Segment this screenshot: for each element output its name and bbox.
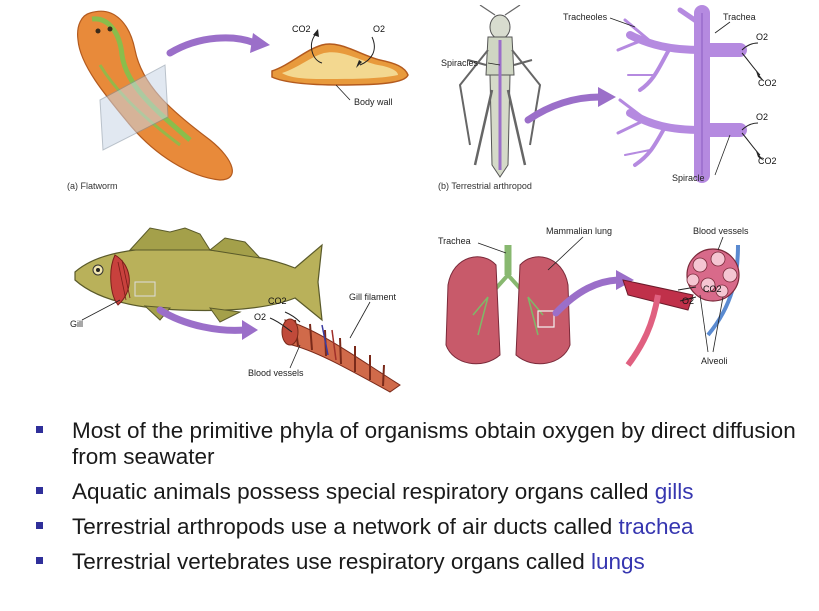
gill-filament-label: Gill filament (349, 292, 397, 302)
bullet-marker (36, 522, 43, 529)
fish-illustration (74, 227, 401, 393)
bullet-marker (36, 487, 43, 494)
alveoli-label: Alveoli (701, 356, 728, 366)
arthropod-caption: (b) Terrestrial arthropod (438, 181, 532, 191)
gill-label: Gill (70, 319, 83, 329)
bullet-marker (36, 557, 43, 564)
bullet-item: Terrestrial vertebrates use respiratory … (36, 549, 816, 575)
bullet-list: Most of the primitive phyla of organisms… (36, 418, 816, 584)
trachea-term: trachea (618, 514, 694, 539)
flatworm-illustration (77, 10, 409, 181)
fish-body (74, 227, 323, 323)
arthropod-co2-bottom: CO2 (758, 156, 777, 166)
blood-vessels-lung-label: Blood vessels (693, 226, 749, 236)
mammal-trachea-label: Trachea (438, 236, 471, 246)
mammalian-lung-label: Mammalian lung (546, 226, 613, 236)
mammal-co2-label: CO2 (703, 284, 722, 294)
bullet-text: Aquatic animals possess special respirat… (72, 479, 655, 504)
flatworm-caption: (a) Flatworm (67, 181, 118, 191)
tracheoles-label: Tracheoles (563, 12, 608, 22)
mammal-lung-illustration (445, 236, 740, 367)
gills-term: gills (654, 479, 694, 504)
flatworm-o2-label: O2 (373, 24, 386, 34)
arthropod-arrow (524, 93, 604, 124)
lungs (445, 245, 571, 365)
bullet-marker (36, 426, 43, 433)
spiracle-label: Spiracle (672, 173, 705, 183)
grasshopper-body (458, 5, 542, 178)
bullet-text: Most of the primitive phyla of organisms… (72, 418, 796, 469)
bullet-item: Terrestrial arthropods use a network of … (36, 514, 816, 540)
bullet-item: Aquatic animals possess special respirat… (36, 479, 816, 505)
arthropod-co2-top: CO2 (758, 78, 777, 88)
gill-filament (281, 318, 401, 393)
arthropod-o2-top: O2 (756, 32, 769, 42)
flatworm-co2-label: CO2 (292, 24, 311, 34)
bullet-text: Terrestrial vertebrates use respiratory … (72, 549, 591, 574)
bullet-item: Most of the primitive phyla of organisms… (36, 418, 816, 470)
arthropod-illustration (458, 5, 764, 183)
arthropod-o2-bottom: O2 (756, 112, 769, 122)
trachea-label: Trachea (723, 12, 756, 22)
bullet-text: Terrestrial arthropods use a network of … (72, 514, 619, 539)
mammal-o2-label: O2 (682, 296, 695, 306)
body-wall-label: Body wall (354, 97, 393, 107)
trachea-system (616, 5, 747, 183)
alveoli-cluster (622, 244, 740, 367)
fish-o2-label: O2 (254, 312, 267, 322)
fish-co2-label: CO2 (268, 296, 287, 306)
lungs-term: lungs (590, 549, 645, 574)
lung-arrow (552, 276, 622, 317)
flatworm-arrow (166, 34, 259, 57)
blood-vessels-fish-label: Blood vessels (248, 368, 304, 378)
spiracles-label: Spiracles (441, 58, 479, 68)
fish-arrow (156, 306, 249, 334)
